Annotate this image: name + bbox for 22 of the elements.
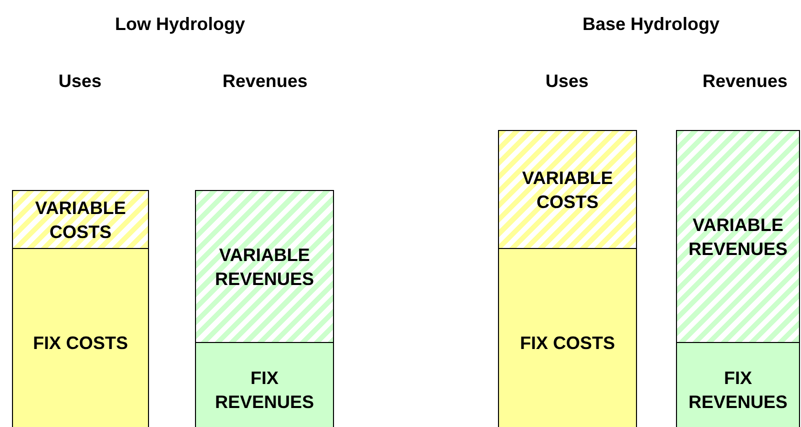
fix-costs-block <box>12 248 149 427</box>
variable-revenues-block <box>195 190 334 343</box>
column-heading: Uses <box>545 71 589 92</box>
block-label: FIX REVENUES <box>214 367 316 414</box>
fix-revenues-block <box>195 342 334 427</box>
scenario-heading: Low Hydrology <box>115 14 245 35</box>
block-label: VARIABLE COSTS <box>521 166 614 214</box>
block-label: FIX COSTS <box>32 332 128 355</box>
block-label: VARIABLE REVENUES <box>687 214 789 260</box>
column-heading: Revenues <box>222 71 308 92</box>
block-label: FIX COSTS <box>520 332 615 355</box>
fix-revenues-block <box>676 342 800 427</box>
variable-costs-block <box>498 130 637 249</box>
scenario-heading: Base Hydrology <box>582 14 720 35</box>
variable-costs-block <box>12 190 149 249</box>
block-label: VARIABLE COSTS <box>34 196 127 244</box>
column-heading: Uses <box>58 71 102 92</box>
column-heading: Revenues <box>702 71 788 92</box>
variable-revenues-block <box>676 130 800 343</box>
block-label: VARIABLE REVENUES <box>214 244 316 290</box>
block-label: FIX REVENUES <box>687 367 789 414</box>
fix-costs-block <box>498 248 637 427</box>
